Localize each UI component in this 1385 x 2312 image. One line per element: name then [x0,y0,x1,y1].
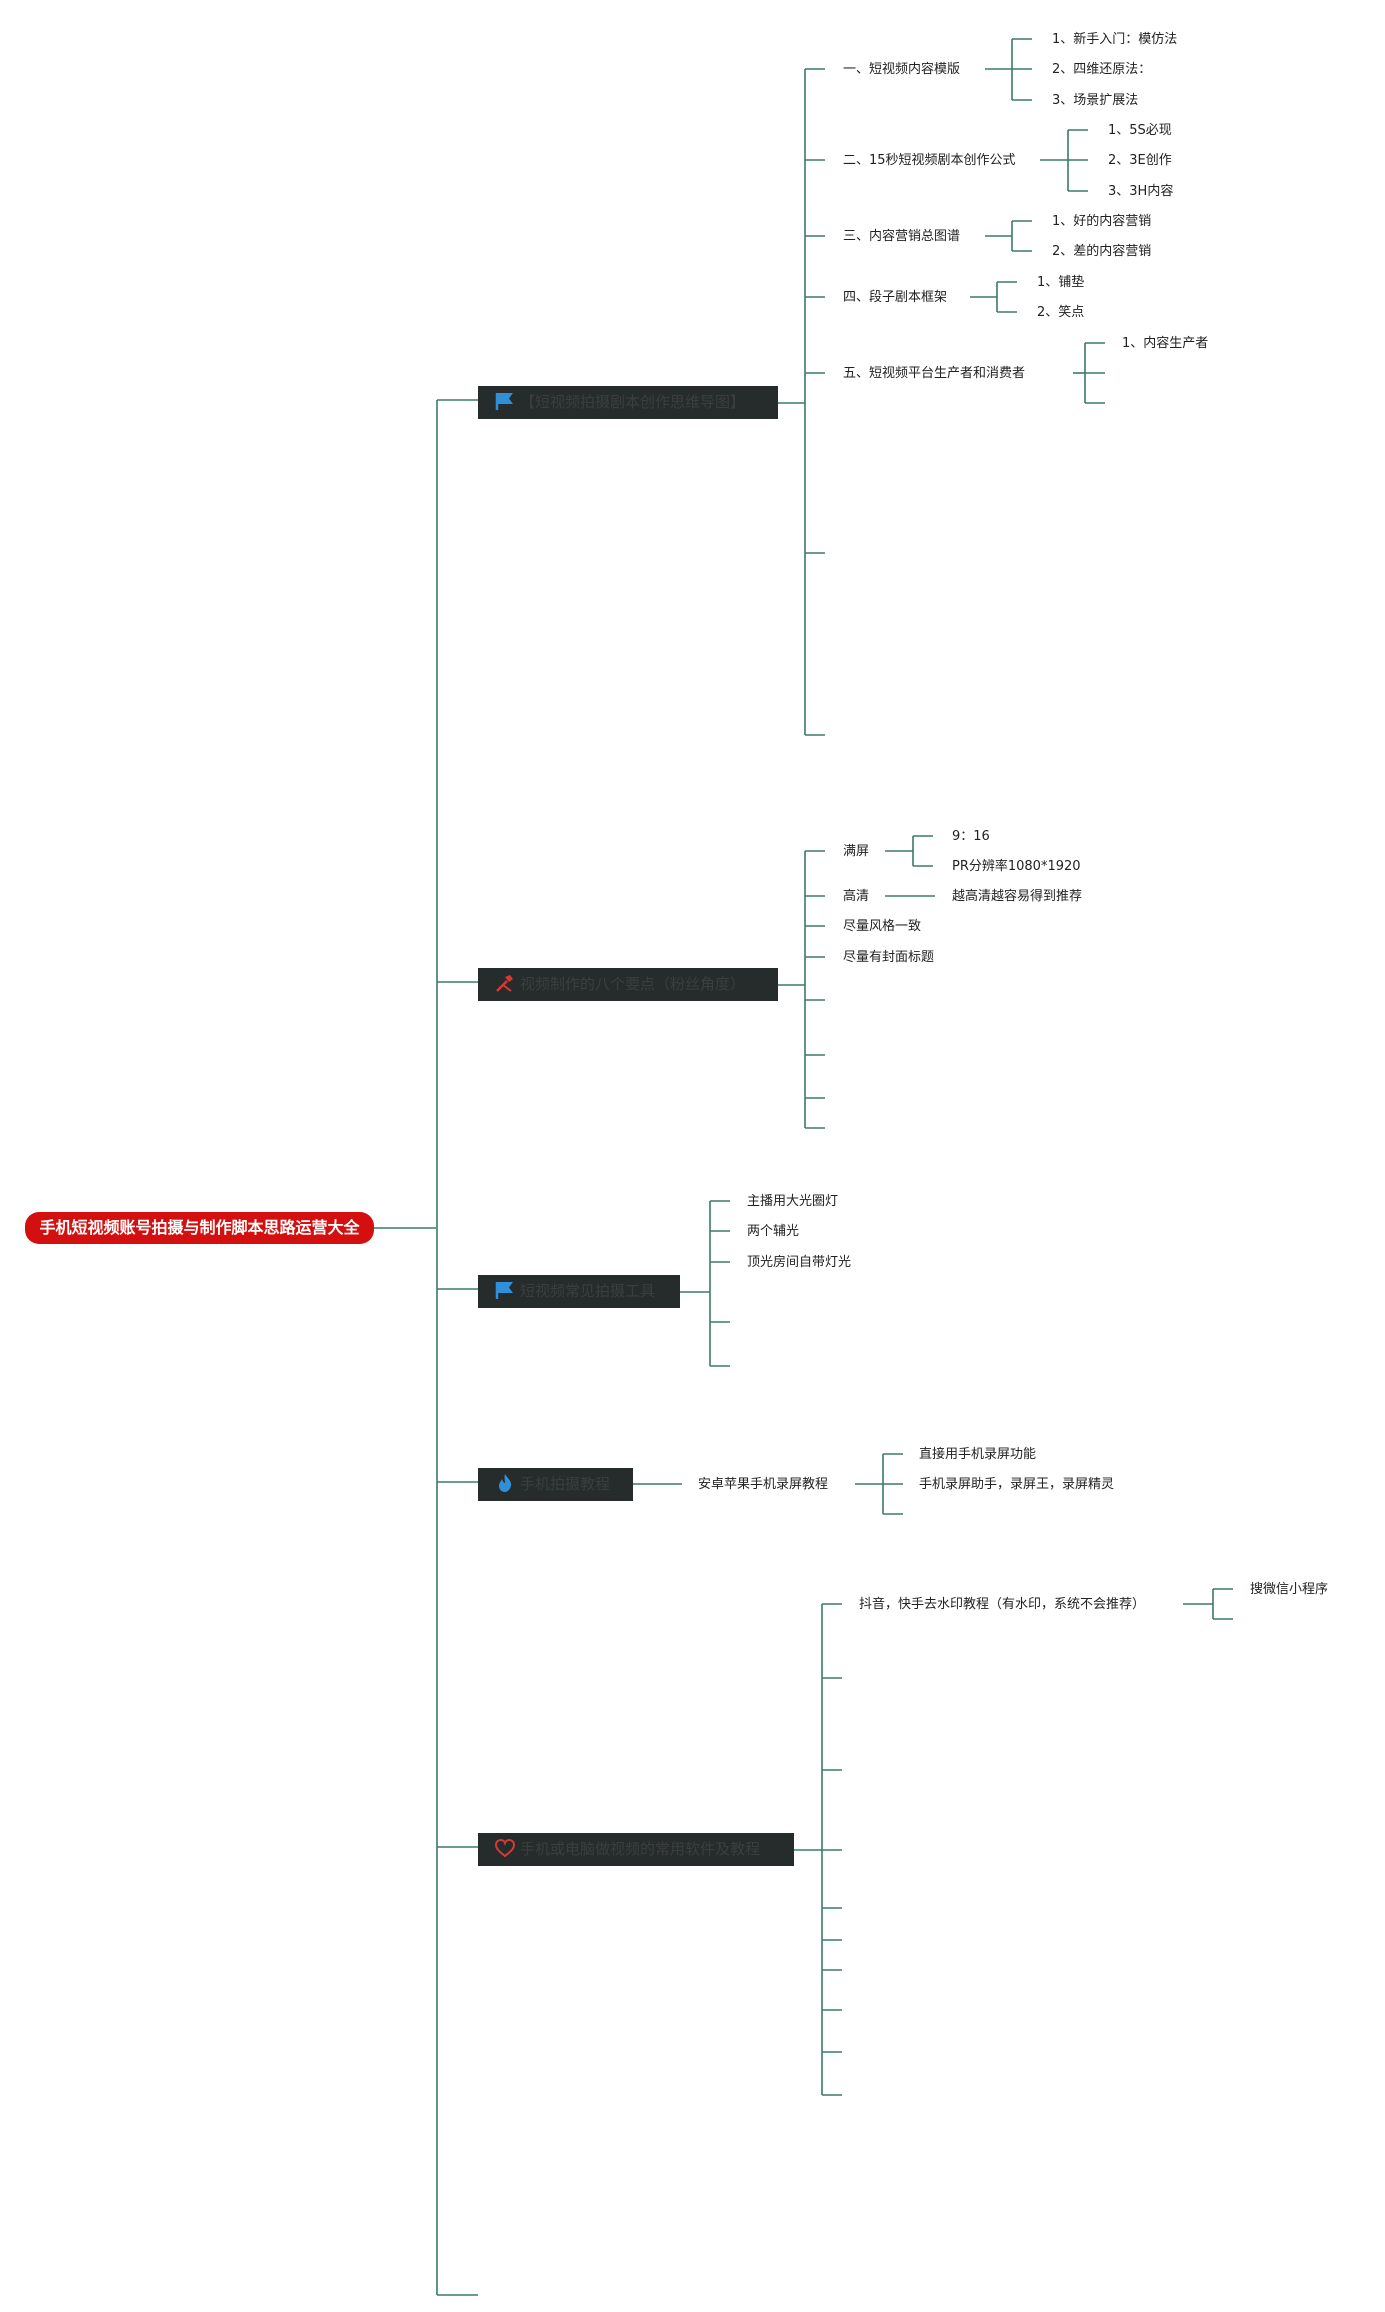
subtopic[interactable]: 越高清越容易得到推荐 [952,889,1083,904]
fire-icon [494,1473,516,1493]
branch-script-creation[interactable]: 【短视频拍摄剧本创作思维导图】 [478,386,778,419]
topic-ring-light[interactable]: 主播用大光圈灯 [747,1194,839,1209]
branch-label: 视频制作的八个要点（粉丝角度） [520,975,746,993]
branch-shooting-tools[interactable]: 短视频常见拍摄工具 [478,1275,680,1308]
subtopic[interactable]: 1、新手入门：模仿法 [1052,32,1178,47]
branch-label: 手机拍摄教程 [520,1475,611,1493]
topic-screen-recording[interactable]: 安卓苹果手机录屏教程 [698,1477,829,1492]
heart-icon [494,1838,516,1858]
subtopic[interactable]: 2、3E创作 [1108,153,1172,168]
root-topic[interactable]: 手机短视频账号拍摄与制作脚本思路运营大全 [25,1212,374,1244]
subtopic[interactable]: 直接用手机录屏功能 [919,1447,1037,1462]
branch-phone-shooting[interactable]: 手机拍摄教程 [478,1468,633,1501]
topic-content-template[interactable]: 一、短视频内容模版 [843,62,961,77]
subtopic[interactable]: 1、好的内容营销 [1052,214,1152,229]
subtopic[interactable]: 3、场景扩展法 [1052,93,1139,108]
flag-icon [494,391,516,411]
subtopic[interactable]: 9：16 [952,829,990,844]
topic-consistent-style[interactable]: 尽量风格一致 [843,919,922,934]
branch-editing-software[interactable]: 手机或电脑做视频的常用软件及教程 [478,1833,794,1866]
subtopic[interactable]: 2、差的内容营销 [1052,244,1152,259]
tools-icon [494,973,516,993]
subtopic[interactable]: PR分辨率1080*1920 [952,859,1081,874]
topic-fullscreen[interactable]: 满屏 [843,844,870,859]
topic-producers-consumers[interactable]: 五、短视频平台生产者和消费者 [843,366,1026,381]
subtopic[interactable]: 手机录屏助手，录屏王，录屏精灵 [919,1477,1115,1492]
branch-label: 手机或电脑做视频的常用软件及教程 [520,1840,761,1858]
subtopic[interactable]: 1、内容生产者 [1122,336,1209,351]
topic-fill-lights[interactable]: 两个辅光 [747,1224,800,1239]
flag-icon [494,1280,516,1300]
topic-hd[interactable]: 高清 [843,889,870,904]
subtopic[interactable]: 1、铺垫 [1037,275,1085,290]
topic-remove-watermark[interactable]: 抖音，快手去水印教程（有水印，系统不会推荐） [859,1597,1146,1612]
subtopic[interactable]: 2、四维还原法： [1052,62,1152,77]
subtopic[interactable]: 搜微信小程序 [1250,1582,1329,1597]
topic-content-marketing-map[interactable]: 三、内容营销总图谱 [843,229,961,244]
subtopic[interactable]: 1、5S必现 [1108,123,1172,138]
topic-joke-script-framework[interactable]: 四、段子剧本框架 [843,290,948,305]
branch-label: 【短视频拍摄剧本创作思维导图】 [520,393,746,411]
topic-room-light[interactable]: 顶光房间自带灯光 [747,1255,852,1270]
subtopic[interactable]: 2、笑点 [1037,305,1085,320]
topic-cover-title[interactable]: 尽量有封面标题 [843,950,935,965]
branch-eight-key-points[interactable]: 视频制作的八个要点（粉丝角度） [478,968,778,1001]
subtopic[interactable]: 3、3H内容 [1108,184,1174,199]
branch-label: 短视频常见拍摄工具 [520,1282,656,1300]
topic-15s-script-formula[interactable]: 二、15秒短视频剧本创作公式 [843,153,1016,168]
